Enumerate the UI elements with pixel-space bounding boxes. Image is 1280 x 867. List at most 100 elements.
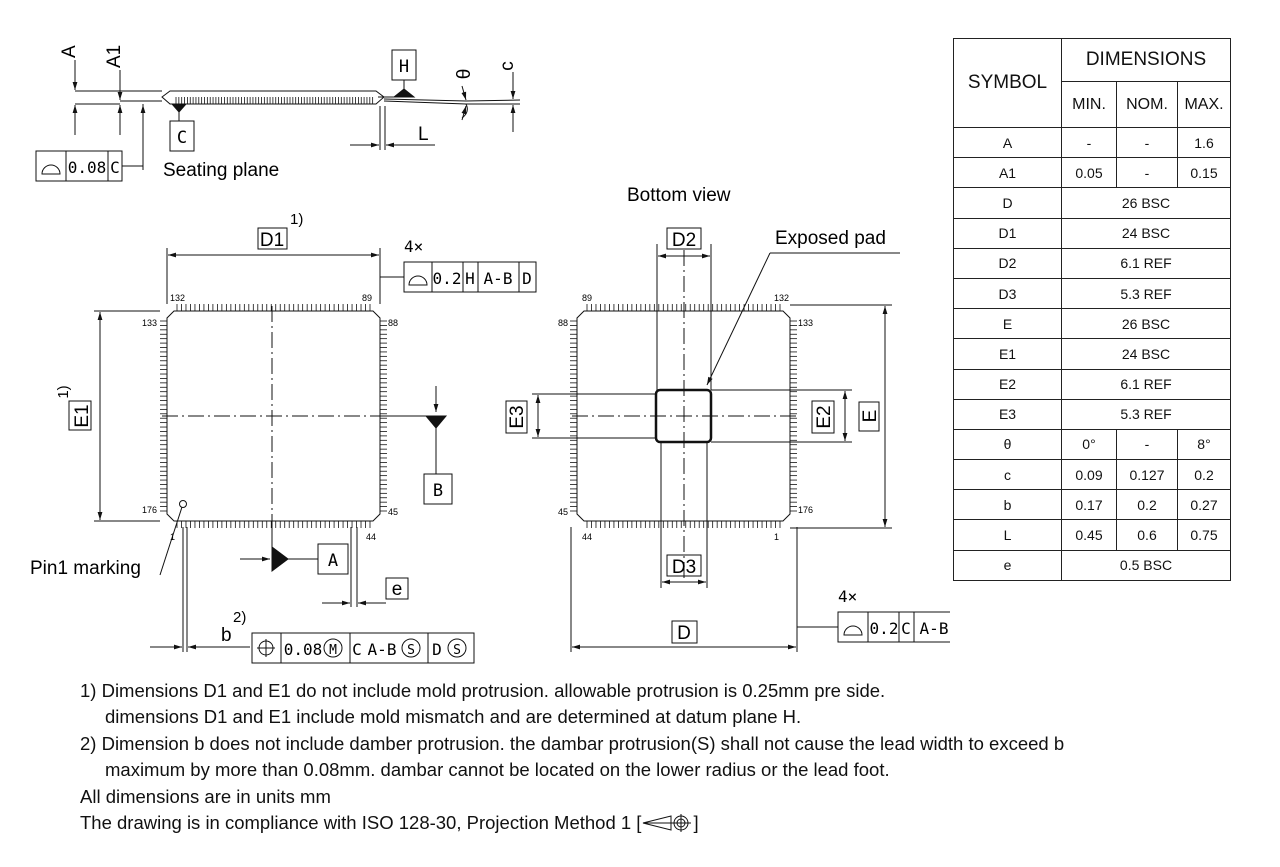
top-view-body: [166, 310, 381, 522]
table-cell: -: [1116, 126, 1178, 159]
bottom-pin-133: 133: [798, 318, 813, 328]
table-cell: b: [953, 489, 1062, 521]
table-cell: D: [953, 187, 1062, 219]
pin-label-133: 133: [142, 318, 157, 328]
table-cell: A: [953, 126, 1062, 159]
pos-mod-s-1: S: [407, 643, 415, 658]
table-cell: 26 BSC: [1061, 308, 1231, 340]
side-view: [35, 49, 521, 182]
fcf-top-value: 0.2: [433, 269, 462, 288]
count-4x-bottom: 4×: [838, 587, 857, 606]
nom-header: NOM.: [1116, 81, 1178, 128]
note-ref-b: 2): [233, 609, 246, 626]
table-cell: 0.27: [1177, 489, 1231, 521]
max-header: MAX.: [1177, 81, 1231, 128]
table-cell: -: [1116, 428, 1178, 461]
table-cell: A1: [953, 157, 1062, 189]
label-D1: D1: [260, 230, 284, 251]
notes: 1) Dimensions D1 and E1 do not include m…: [80, 678, 1064, 836]
seating-plane-label: Seating plane: [163, 160, 279, 181]
pin1-marking-label: Pin1 marking: [30, 558, 141, 579]
table-cell: θ: [953, 428, 1062, 461]
label-E1: E1: [72, 404, 93, 427]
note-ref-E1: 1): [55, 385, 72, 398]
note-2a: 2) Dimension b does not include damber p…: [80, 732, 1065, 754]
pin-label-132: 132: [170, 293, 185, 303]
table-cell: 6.1 REF: [1061, 368, 1231, 400]
table-cell: 0.45: [1061, 519, 1117, 551]
table-cell: L: [953, 519, 1062, 551]
label-theta: θ: [454, 69, 475, 80]
bottom-pin-89: 89: [582, 293, 592, 303]
label-L: L: [418, 124, 429, 145]
bottom-pin-176: 176: [798, 505, 813, 515]
pos-value: 0.08: [284, 640, 323, 659]
table-cell: 5.3 REF: [1061, 398, 1231, 430]
table-cell: c: [953, 459, 1062, 491]
pin-label-89: 89: [362, 293, 372, 303]
count-4x-top: 4×: [404, 237, 423, 256]
table-cell: E: [953, 308, 1062, 340]
pin-label-1: 1: [170, 532, 175, 542]
bottom-view-text: Bottom view Exposed pad D2 D3 E3 E2 E D …: [507, 185, 948, 644]
label-D2: D2: [672, 230, 696, 251]
pin-label-88: 88: [388, 318, 398, 328]
table-row: A--1.6: [953, 126, 1231, 159]
fcf-bottom-value: 0.2: [870, 619, 899, 638]
datum-H: H: [399, 57, 409, 77]
exposed-pad-label: Exposed pad: [775, 228, 886, 249]
flatness-datum: C: [110, 158, 120, 177]
projection-symbol-icon: [643, 814, 692, 833]
fcf-top-datum-2: A-B: [484, 269, 513, 288]
table-cell: 0.05: [1061, 157, 1117, 189]
table-cell: -: [1116, 157, 1178, 189]
table-cell: 0.6: [1116, 519, 1178, 551]
bottom-pin-44: 44: [582, 532, 592, 542]
note-compliance: The drawing is in compliance with ISO 12…: [80, 810, 1064, 836]
label-E2: E2: [814, 405, 835, 428]
bottom-view-leads: [570, 304, 797, 528]
pin-label-176: 176: [142, 505, 157, 515]
label-E3: E3: [507, 405, 528, 428]
package-drawing: A A1 H C 0.08 C Seating plane θ c L: [30, 45, 950, 664]
bottom-view-body: [576, 310, 791, 522]
table-cell: D2: [953, 247, 1062, 279]
top-view-leads: [160, 304, 387, 528]
table-cell: E2: [953, 368, 1062, 400]
table-cell: e: [953, 549, 1062, 581]
bottom-pin-1: 1: [774, 532, 779, 542]
fcf-bottom-datum-1: C: [901, 619, 911, 638]
table-cell: 0.127: [1116, 459, 1178, 491]
table-cell: E3: [953, 398, 1062, 430]
table-cell: 24 BSC: [1061, 217, 1231, 249]
table-cell: D1: [953, 217, 1062, 249]
top-view: [68, 227, 537, 664]
table-cell: 5.3 REF: [1061, 277, 1231, 310]
table-cell: 0.5 BSC: [1061, 549, 1231, 581]
pin1-marking-dot: [179, 500, 187, 508]
label-e: e: [392, 579, 403, 600]
label-b: b: [221, 625, 232, 646]
symbol-header: SYMBOL: [953, 38, 1062, 128]
datum-B: B: [433, 481, 443, 501]
note-ref-D1: 1): [290, 211, 303, 228]
side-lead-comb: [175, 97, 374, 104]
label-D: D: [677, 623, 691, 644]
pos-datum-1: C: [352, 640, 362, 659]
bottom-view-title: Bottom view: [627, 185, 731, 206]
table-cell: 0°: [1061, 428, 1117, 461]
table-cell: 24 BSC: [1061, 338, 1231, 370]
compliance-text: The drawing is in compliance with ISO 12…: [80, 812, 642, 834]
label-E: E: [860, 410, 881, 423]
label-A: A: [59, 45, 80, 58]
